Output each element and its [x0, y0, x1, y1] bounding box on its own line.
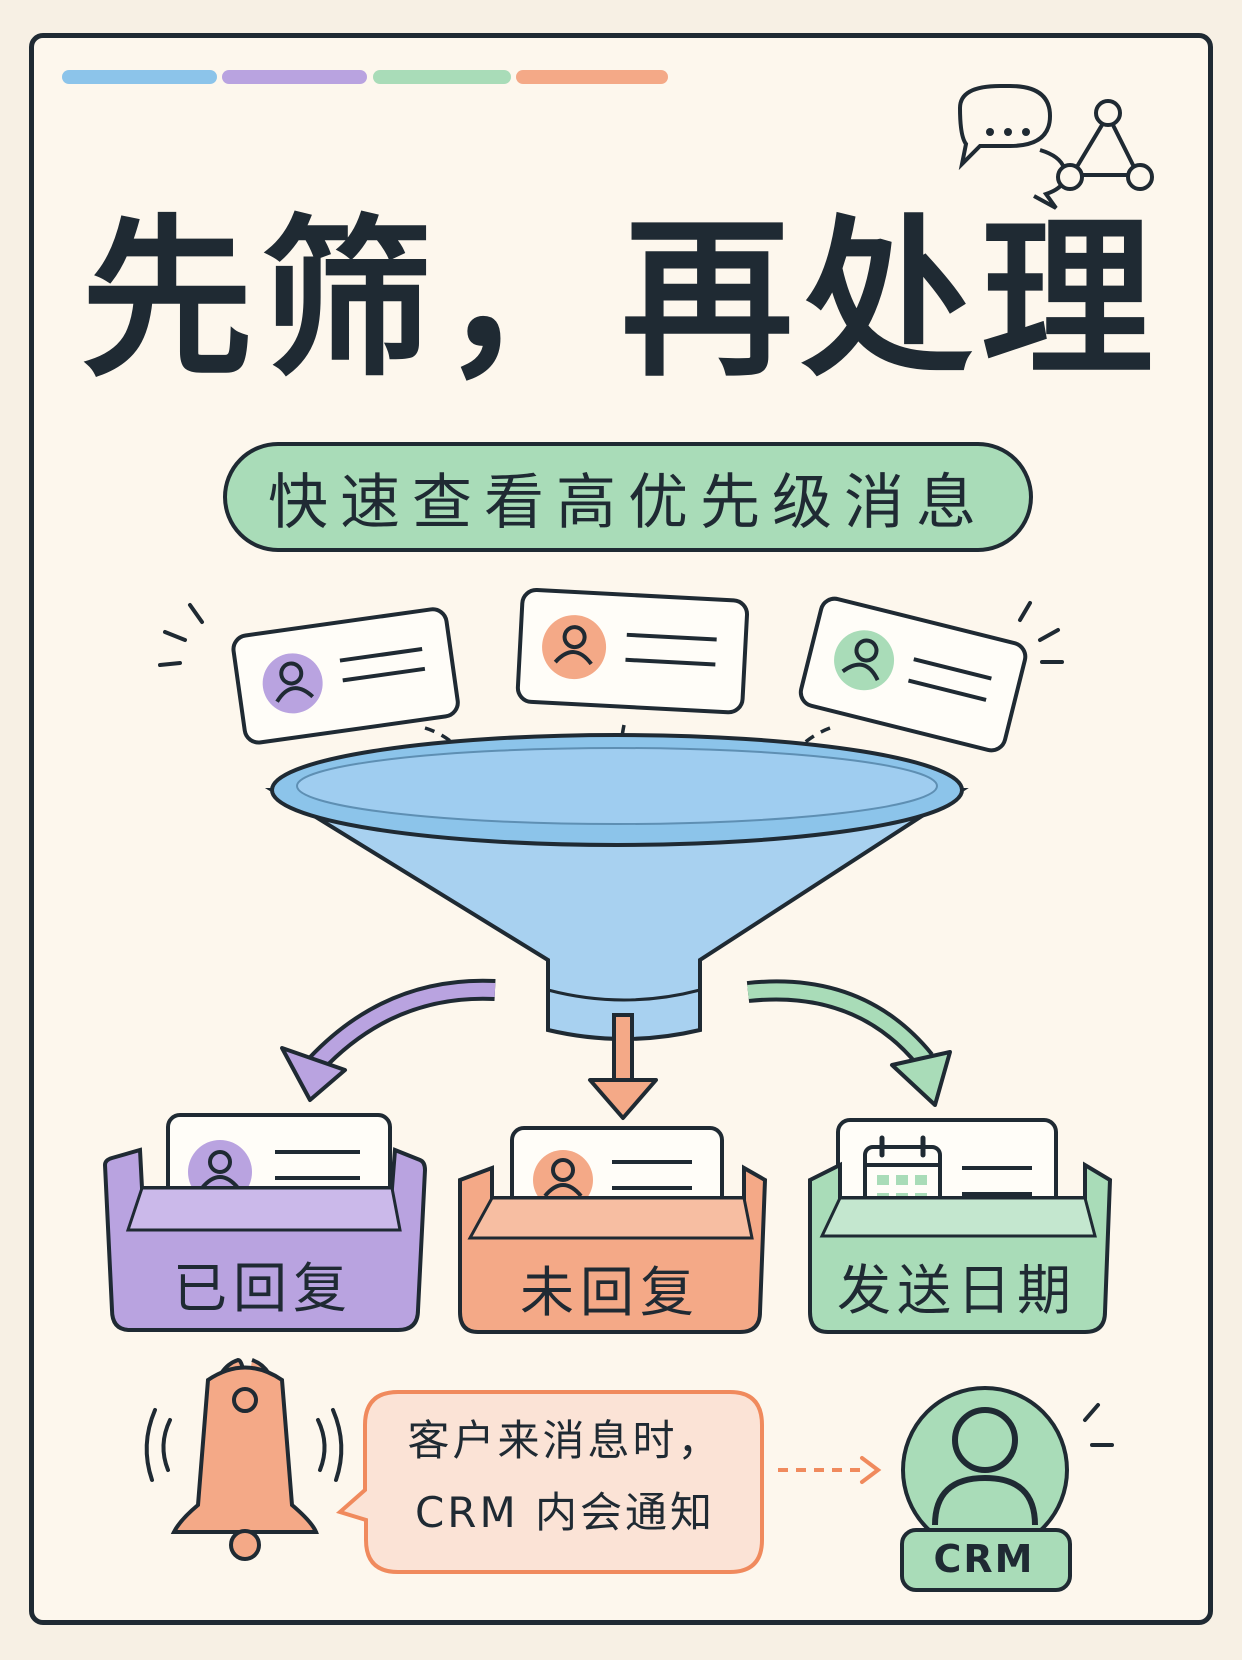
- user-avatar-icon: [200, 1150, 240, 1190]
- arrow-to-unreplied: [588, 1013, 658, 1120]
- page-title: 先筛，再处理: [81, 199, 1161, 400]
- chat-bubbles-icon: [957, 84, 1068, 210]
- arrow-to-replied: [280, 978, 496, 1102]
- incoming-card-green: [798, 596, 1028, 753]
- subtitle-text: 快速查看高优先级消息: [268, 467, 988, 538]
- filter-funnel-icon: [264, 733, 969, 1041]
- incoming-card-purple: [231, 607, 460, 745]
- network-icon: [1056, 99, 1154, 191]
- category-label-unreplied: 未回复: [520, 1260, 700, 1324]
- accent-stripe-blue: [62, 70, 217, 84]
- accent-stripe-orange: [516, 70, 668, 84]
- bin-send-date: [808, 1118, 1113, 1334]
- bin-replied: [102, 1113, 428, 1332]
- notification-line-1: 客户来消息时，: [407, 1416, 723, 1465]
- user-avatar-icon: [841, 638, 880, 682]
- notification-line-2: CRM 内会通知: [414, 1488, 716, 1537]
- user-avatar-icon: [275, 661, 315, 703]
- bell-icon: [144, 1357, 344, 1561]
- motion-lines-right: [1018, 601, 1064, 664]
- user-avatar-icon: [553, 625, 593, 666]
- crm-user-icon: [900, 1386, 1114, 1592]
- crm-arrowhead: [860, 1456, 882, 1484]
- category-label-send-date: 发送日期: [837, 1258, 1077, 1322]
- crm-badge-label: CRM: [933, 1537, 1035, 1581]
- notification-text: 客户来消息时， CRM 内会通知: [370, 1405, 760, 1549]
- motion-lines-left: [158, 603, 204, 667]
- incoming-card-orange: [515, 588, 750, 715]
- notification-bubble: [335, 1390, 764, 1574]
- accent-stripe-purple: [222, 70, 367, 84]
- category-label-replied: 已回复: [173, 1256, 353, 1320]
- arrow-to-send-date: [746, 979, 952, 1107]
- bin-unreplied: [458, 1126, 768, 1334]
- accent-stripe-green: [373, 70, 511, 84]
- user-avatar-icon: [543, 1158, 583, 1198]
- subtitle-pill: 快速查看高优先级消息: [223, 442, 1033, 552]
